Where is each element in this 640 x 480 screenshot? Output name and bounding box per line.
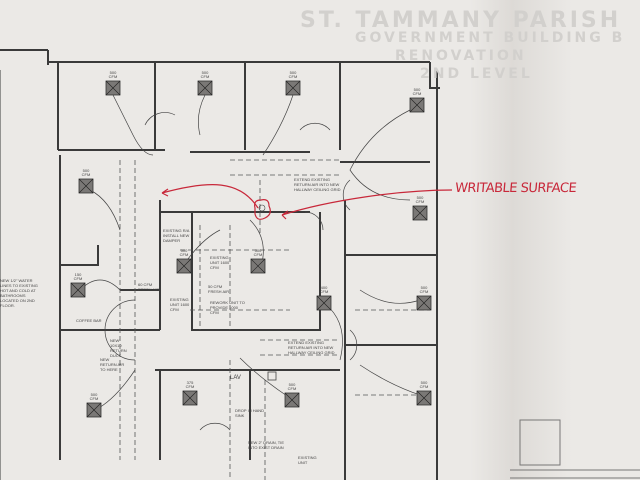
- note-new-duct: NEW 10X10 RETURN DUCT: [110, 338, 127, 358]
- flex-ducts: [79, 94, 421, 411]
- diffuser-cfm-label: 375 CFM: [185, 380, 195, 389]
- note-unit-2: EXISTING UNIT 1600 CFM: [170, 297, 190, 312]
- diffuser-icon: [412, 205, 428, 221]
- diffuser-icon: [70, 282, 86, 298]
- diffuser-cfm-label: 500 CFM: [415, 195, 425, 204]
- diffuser-cfm-label: 150 CFM: [73, 272, 83, 281]
- diffuser-cfm-label: 500 CFM: [412, 87, 422, 96]
- diffuser-cfm-label: 400 CFM: [319, 285, 329, 294]
- diffusers: [70, 80, 432, 418]
- diffuser-icon: [409, 97, 425, 113]
- diffuser-icon: [316, 295, 332, 311]
- note-new-return: NEW RETURN AIR TO HERE: [100, 357, 125, 372]
- writable-surface-annotation: WRITABLE SURFACE: [454, 181, 577, 196]
- note-return-air-bottom: EXTEND EXISTING RETURN AIR INTO NEW HALL…: [288, 340, 335, 355]
- diffuser-cfm-label: 500 CFM: [81, 168, 91, 177]
- diffuser-cfm-label: 500 CFM: [419, 285, 429, 294]
- note-drain: NEW 2" DRAIN, TIE INTO EXIST DRAIN: [248, 440, 285, 450]
- title-line-1: ST. TAMMANY PARISH: [300, 8, 622, 33]
- red-markup: [161, 184, 453, 220]
- markup-arrow-right: [281, 189, 453, 220]
- title-line-4: 2ND LEVEL: [420, 66, 533, 82]
- note-unit-1: EXISTING UNIT 1600 CFM: [210, 255, 230, 270]
- dashed-ductwork: [119, 159, 430, 480]
- diffuser-cfm-label: 500 CFM: [89, 392, 99, 401]
- diffuser-icon: [105, 80, 121, 96]
- diffuser-icon: [416, 390, 432, 406]
- diffuser-icon: [284, 392, 300, 408]
- diffuser-icon: [285, 80, 301, 96]
- diffuser-icon: [78, 178, 94, 194]
- note-hand-sink: DROP IN HAND SINK: [235, 408, 265, 418]
- note-water-lines: NEW 1/2" WATER LINES TO EXISTING HOT AND…: [0, 278, 38, 308]
- title-line-3: RENOVATION: [395, 48, 527, 64]
- note-existing-bottom: EXISTING UNIT: [298, 455, 317, 465]
- note-return-air-top: EXTEND EXISTING RETURN AIR INTO NEW HALL…: [294, 177, 341, 192]
- title-line-2: GOVERNMENT BUILDING B: [355, 30, 626, 46]
- paper-fold-shadow: [470, 0, 640, 480]
- note-lav: LAV: [230, 375, 241, 381]
- diffuser-icon: [176, 258, 192, 274]
- diffuser-cfm-label: 500 CFM: [108, 70, 118, 79]
- note-fresh-air-2: 50 CFM FRESH AIR: [208, 284, 230, 294]
- markup-circle: [254, 199, 271, 220]
- diffuser-icon: [86, 402, 102, 418]
- note-coffee-bar: COFFEE BAR: [76, 318, 102, 323]
- diffuser-icon: [182, 390, 198, 406]
- diffuser-icon: [197, 80, 213, 96]
- diffuser-cfm-label: 500 CFM: [179, 248, 189, 257]
- diffuser-cfm-label: 500 CFM: [288, 70, 298, 79]
- note-fresh-air-1: 60 CFM FRESH AIR: [138, 282, 160, 292]
- diffuser-cfm-label: 500 CFM: [419, 380, 429, 389]
- doors: [104, 112, 358, 431]
- markup-arrow-left: [161, 184, 259, 209]
- note-damper: EXISTING R/A INSTALL NEW DAMPER: [163, 228, 190, 243]
- diffuser-cfm-label: 500 CFM: [287, 382, 297, 391]
- walls: [0, 49, 440, 480]
- note-rework: REWORK UNIT TO PROVIDE 1000 CFM: [210, 300, 245, 315]
- diffuser-icon: [416, 295, 432, 311]
- diffuser-cfm-label: 500 CFM: [253, 248, 263, 257]
- diffuser-cfm-label: 500 CFM: [200, 70, 210, 79]
- diffuser-icon: [250, 258, 266, 274]
